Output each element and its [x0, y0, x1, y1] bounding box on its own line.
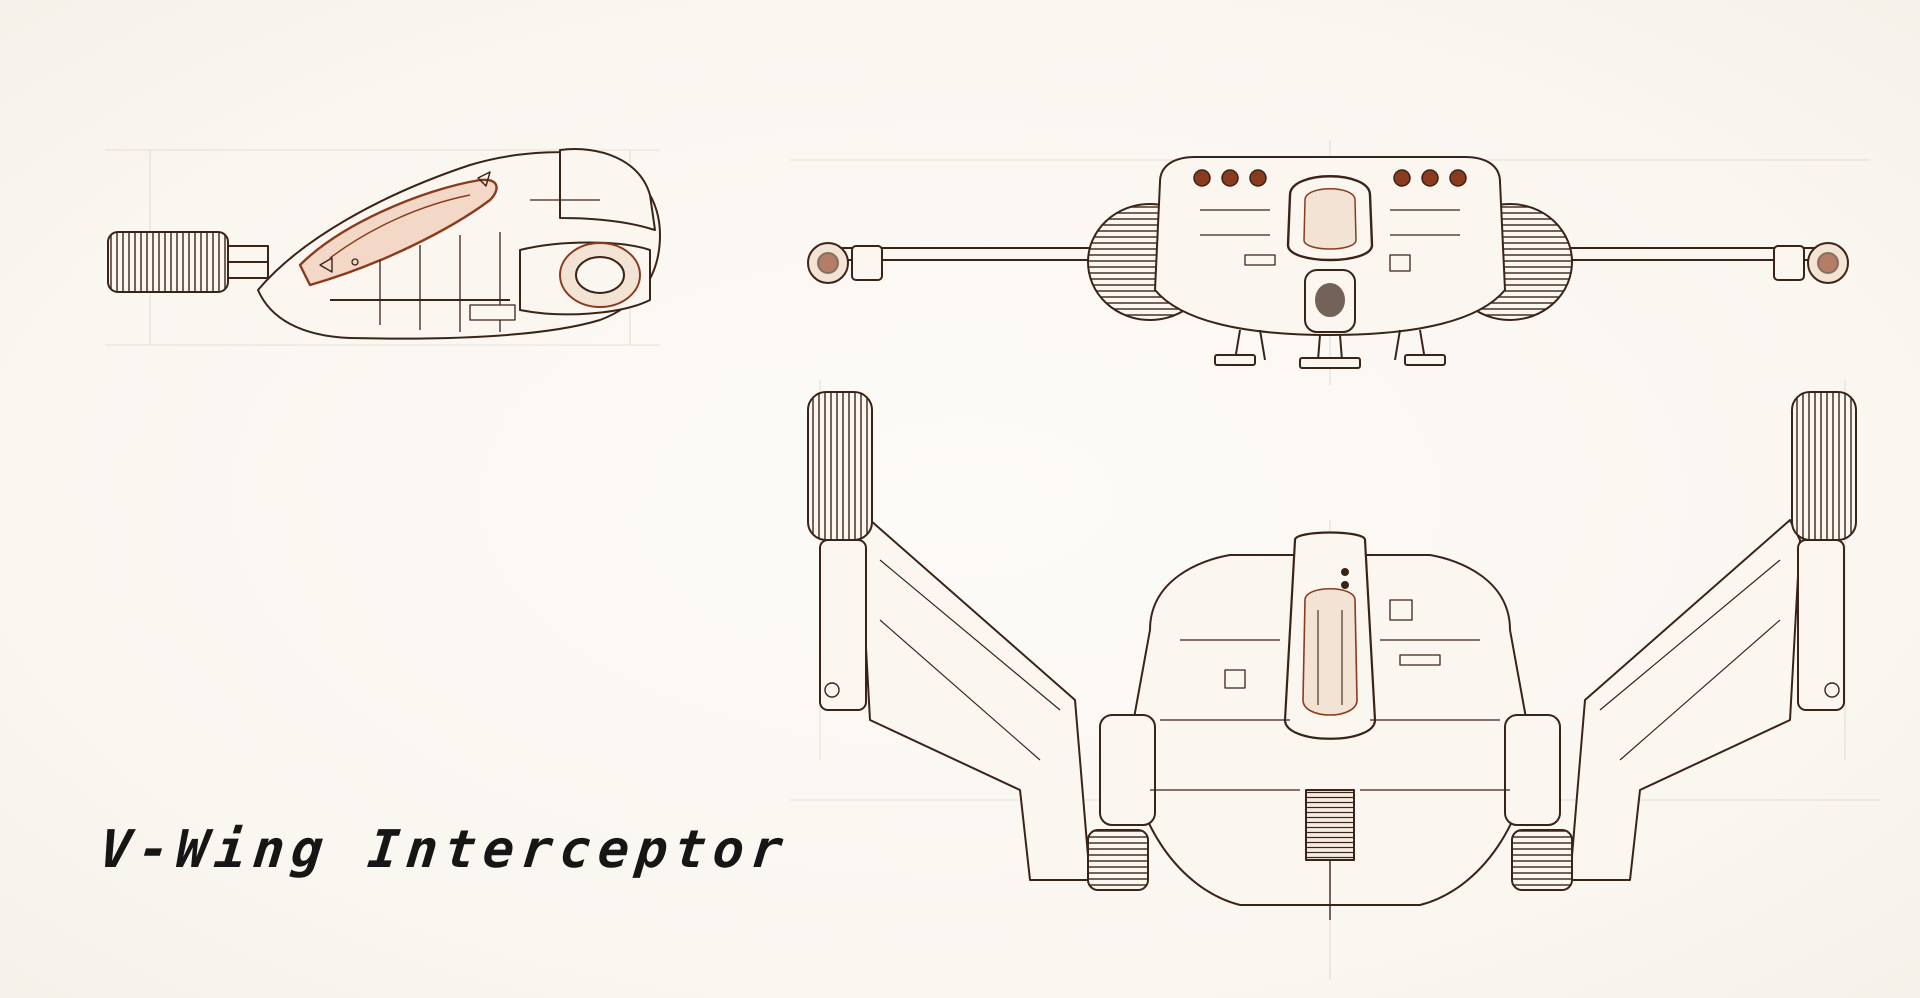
title-label: V-Wing Interceptor: [96, 820, 793, 880]
front-view-drawing: [807, 156, 1849, 369]
side-view-drawing: [107, 148, 661, 340]
top-view-drawing: [807, 391, 1857, 920]
